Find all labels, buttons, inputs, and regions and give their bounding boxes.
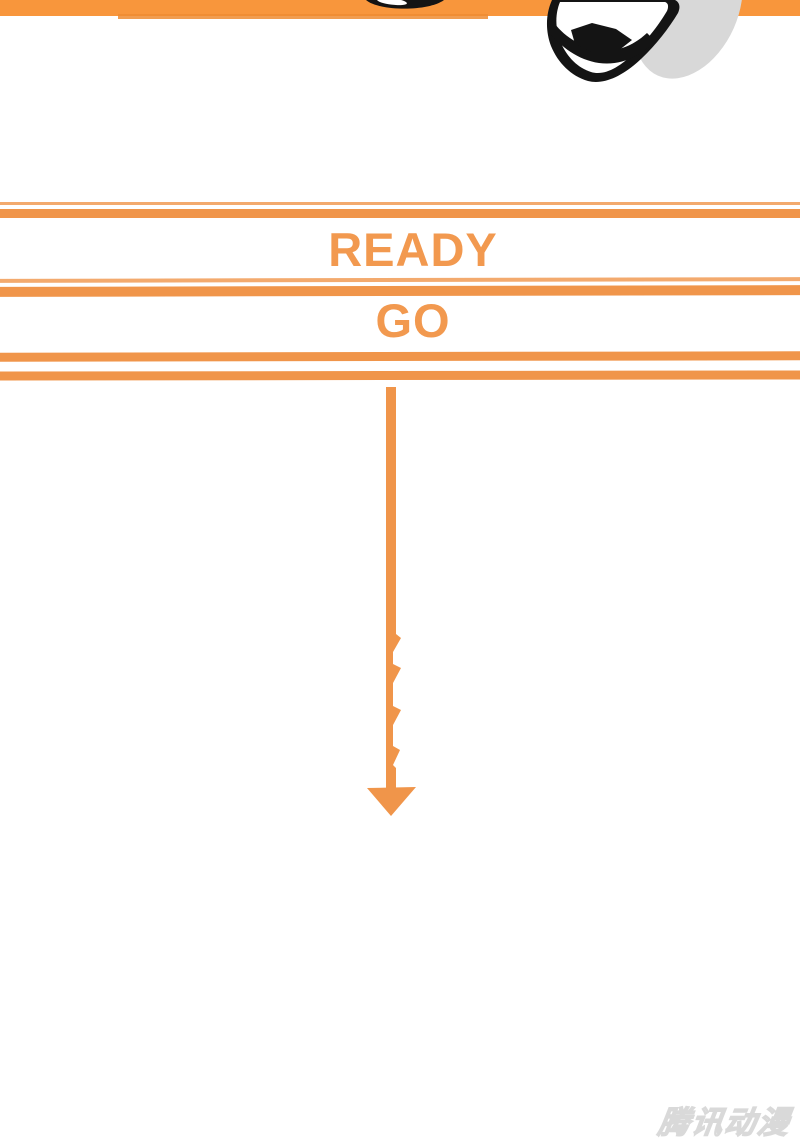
watermark: 腾讯动漫	[655, 1104, 794, 1140]
down-arrow-icon	[367, 387, 416, 816]
gray-motion-shadow	[633, 0, 743, 79]
shoe-sole-artwork	[366, 0, 743, 82]
border-line-top-thin	[0, 202, 800, 205]
top-orange-band-shadow	[118, 14, 488, 19]
shoe-tip-highlight	[377, 0, 407, 6]
ready-label: READY	[328, 223, 498, 276]
shoe-tread-blob	[571, 23, 632, 53]
border-line-top-thick	[0, 209, 800, 218]
down-arrow-shaft	[386, 387, 401, 788]
down-arrow-head	[367, 787, 416, 816]
shoe-tread-band	[548, 20, 655, 64]
go-label: GO	[375, 294, 451, 347]
